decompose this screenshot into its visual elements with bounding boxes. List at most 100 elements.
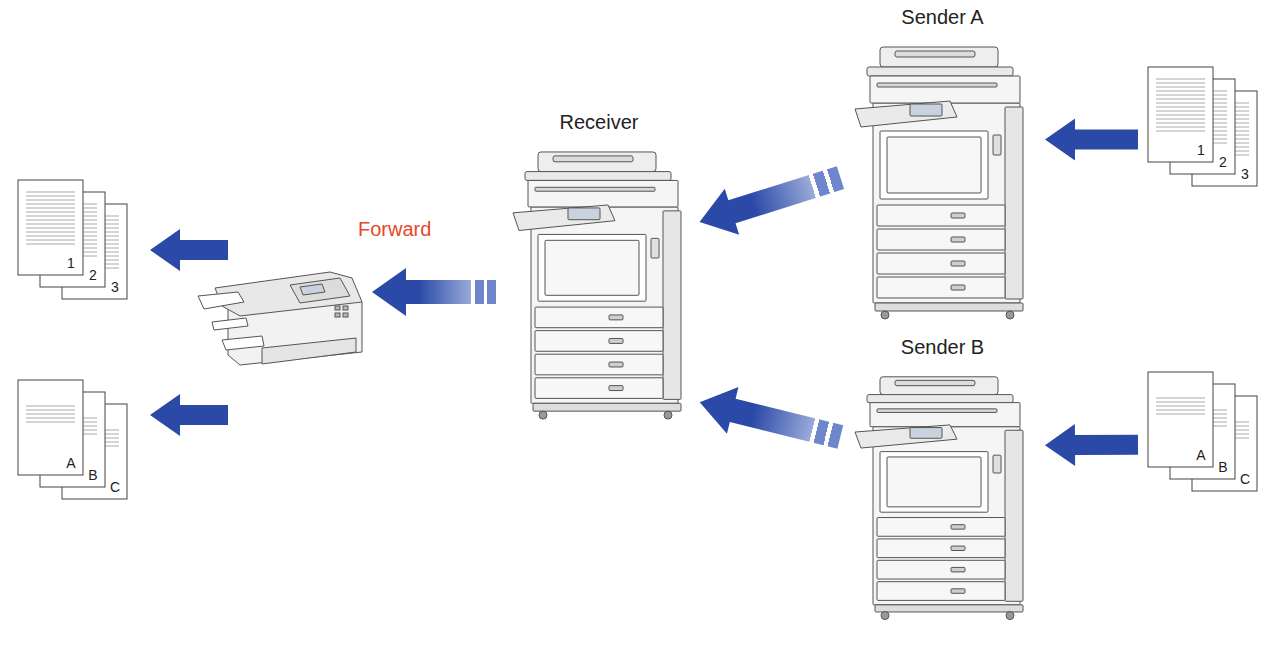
text-line (26, 219, 75, 220)
page-number: 3 (107, 279, 123, 295)
text-line (1156, 78, 1205, 79)
machine-part (855, 101, 957, 127)
machine-part (533, 403, 681, 411)
page-number: C (107, 479, 123, 495)
caster (539, 411, 547, 419)
copier-node: Sender A (850, 5, 1035, 325)
text-line (1156, 98, 1205, 99)
caster (881, 311, 889, 319)
text-line (26, 215, 75, 216)
machine-part (877, 83, 997, 87)
document-stack: ABC (18, 380, 127, 499)
machine-part (535, 187, 655, 191)
machine-part (887, 137, 981, 193)
machine-part (538, 234, 646, 301)
copier-illustration (855, 47, 1023, 319)
fax-button (335, 313, 340, 317)
page (18, 380, 83, 475)
machine-part (895, 51, 975, 57)
machine-part (877, 409, 997, 413)
flow-arrow (150, 229, 228, 271)
text-line (26, 207, 75, 208)
text-line (26, 235, 75, 236)
page-number: A (63, 455, 79, 471)
text-line (26, 421, 75, 422)
fax-illustration (198, 272, 362, 365)
fax-part (262, 338, 356, 364)
machine-part (951, 546, 965, 550)
machine-label: Receiver (508, 110, 690, 134)
machine-part (553, 156, 633, 162)
page-number: 2 (85, 267, 101, 283)
machine-part (951, 285, 965, 290)
text-line (26, 227, 75, 228)
text-line (26, 413, 75, 414)
page-number: A (1193, 447, 1209, 463)
fax-button (335, 306, 340, 310)
machine-part (910, 104, 942, 116)
transfer-arrow (1045, 424, 1138, 466)
document-stack: 123 (18, 180, 127, 299)
caster (1006, 612, 1014, 620)
machine-part (880, 452, 988, 513)
forward-label: Forward (358, 217, 431, 241)
machine-part (951, 525, 965, 529)
machine-part (993, 455, 1001, 473)
machine-part (951, 213, 965, 218)
machine-label: Sender A (850, 5, 1035, 29)
copier-illustration (513, 152, 681, 419)
machine-part (910, 428, 942, 439)
text-line (1156, 397, 1205, 398)
text-line (26, 191, 75, 192)
text-line (1156, 82, 1205, 83)
fax-part (290, 278, 350, 303)
machine-part (877, 277, 1005, 298)
machine-part (877, 539, 1005, 558)
text-line (1156, 106, 1205, 107)
fax-button (343, 313, 348, 317)
page (18, 180, 83, 275)
copier-node: Receiver (508, 110, 690, 425)
machine-part (1005, 107, 1023, 299)
text-line (26, 405, 75, 406)
text-line (1156, 122, 1205, 123)
text-line (26, 211, 75, 212)
document-stack: 123 (1148, 67, 1257, 186)
transfer-arrow (1045, 118, 1138, 160)
copier-node: Sender B (850, 335, 1035, 625)
machine-part (535, 378, 663, 399)
page (1148, 67, 1213, 162)
machine-part (867, 67, 1013, 76)
machine-part (951, 567, 965, 571)
text-line (1156, 110, 1205, 111)
machine-part (609, 386, 623, 391)
flow-arrow (150, 394, 228, 436)
machine-part (870, 403, 1020, 427)
caster (664, 411, 672, 419)
text-line (26, 203, 75, 204)
page-number: 1 (1193, 142, 1209, 158)
caster (1006, 311, 1014, 319)
transfer-arrow (700, 387, 843, 449)
machine-part (993, 135, 1001, 155)
page-stack-illustration (18, 380, 127, 499)
machine-part (663, 211, 681, 400)
machine-part (877, 253, 1005, 274)
machine-part (887, 457, 981, 507)
caster (881, 612, 889, 620)
flow-arrow (372, 268, 496, 316)
machine-part (609, 362, 623, 367)
machine-part (513, 205, 615, 231)
page-number: 1 (63, 255, 79, 271)
machine-part (951, 589, 965, 593)
machine-label: Sender B (850, 335, 1035, 359)
machine-part (568, 208, 600, 220)
machine-part (525, 172, 671, 181)
page-stack-illustration (1148, 372, 1257, 491)
text-line (26, 239, 75, 240)
machine-part (528, 180, 678, 207)
fax-button (343, 306, 348, 310)
